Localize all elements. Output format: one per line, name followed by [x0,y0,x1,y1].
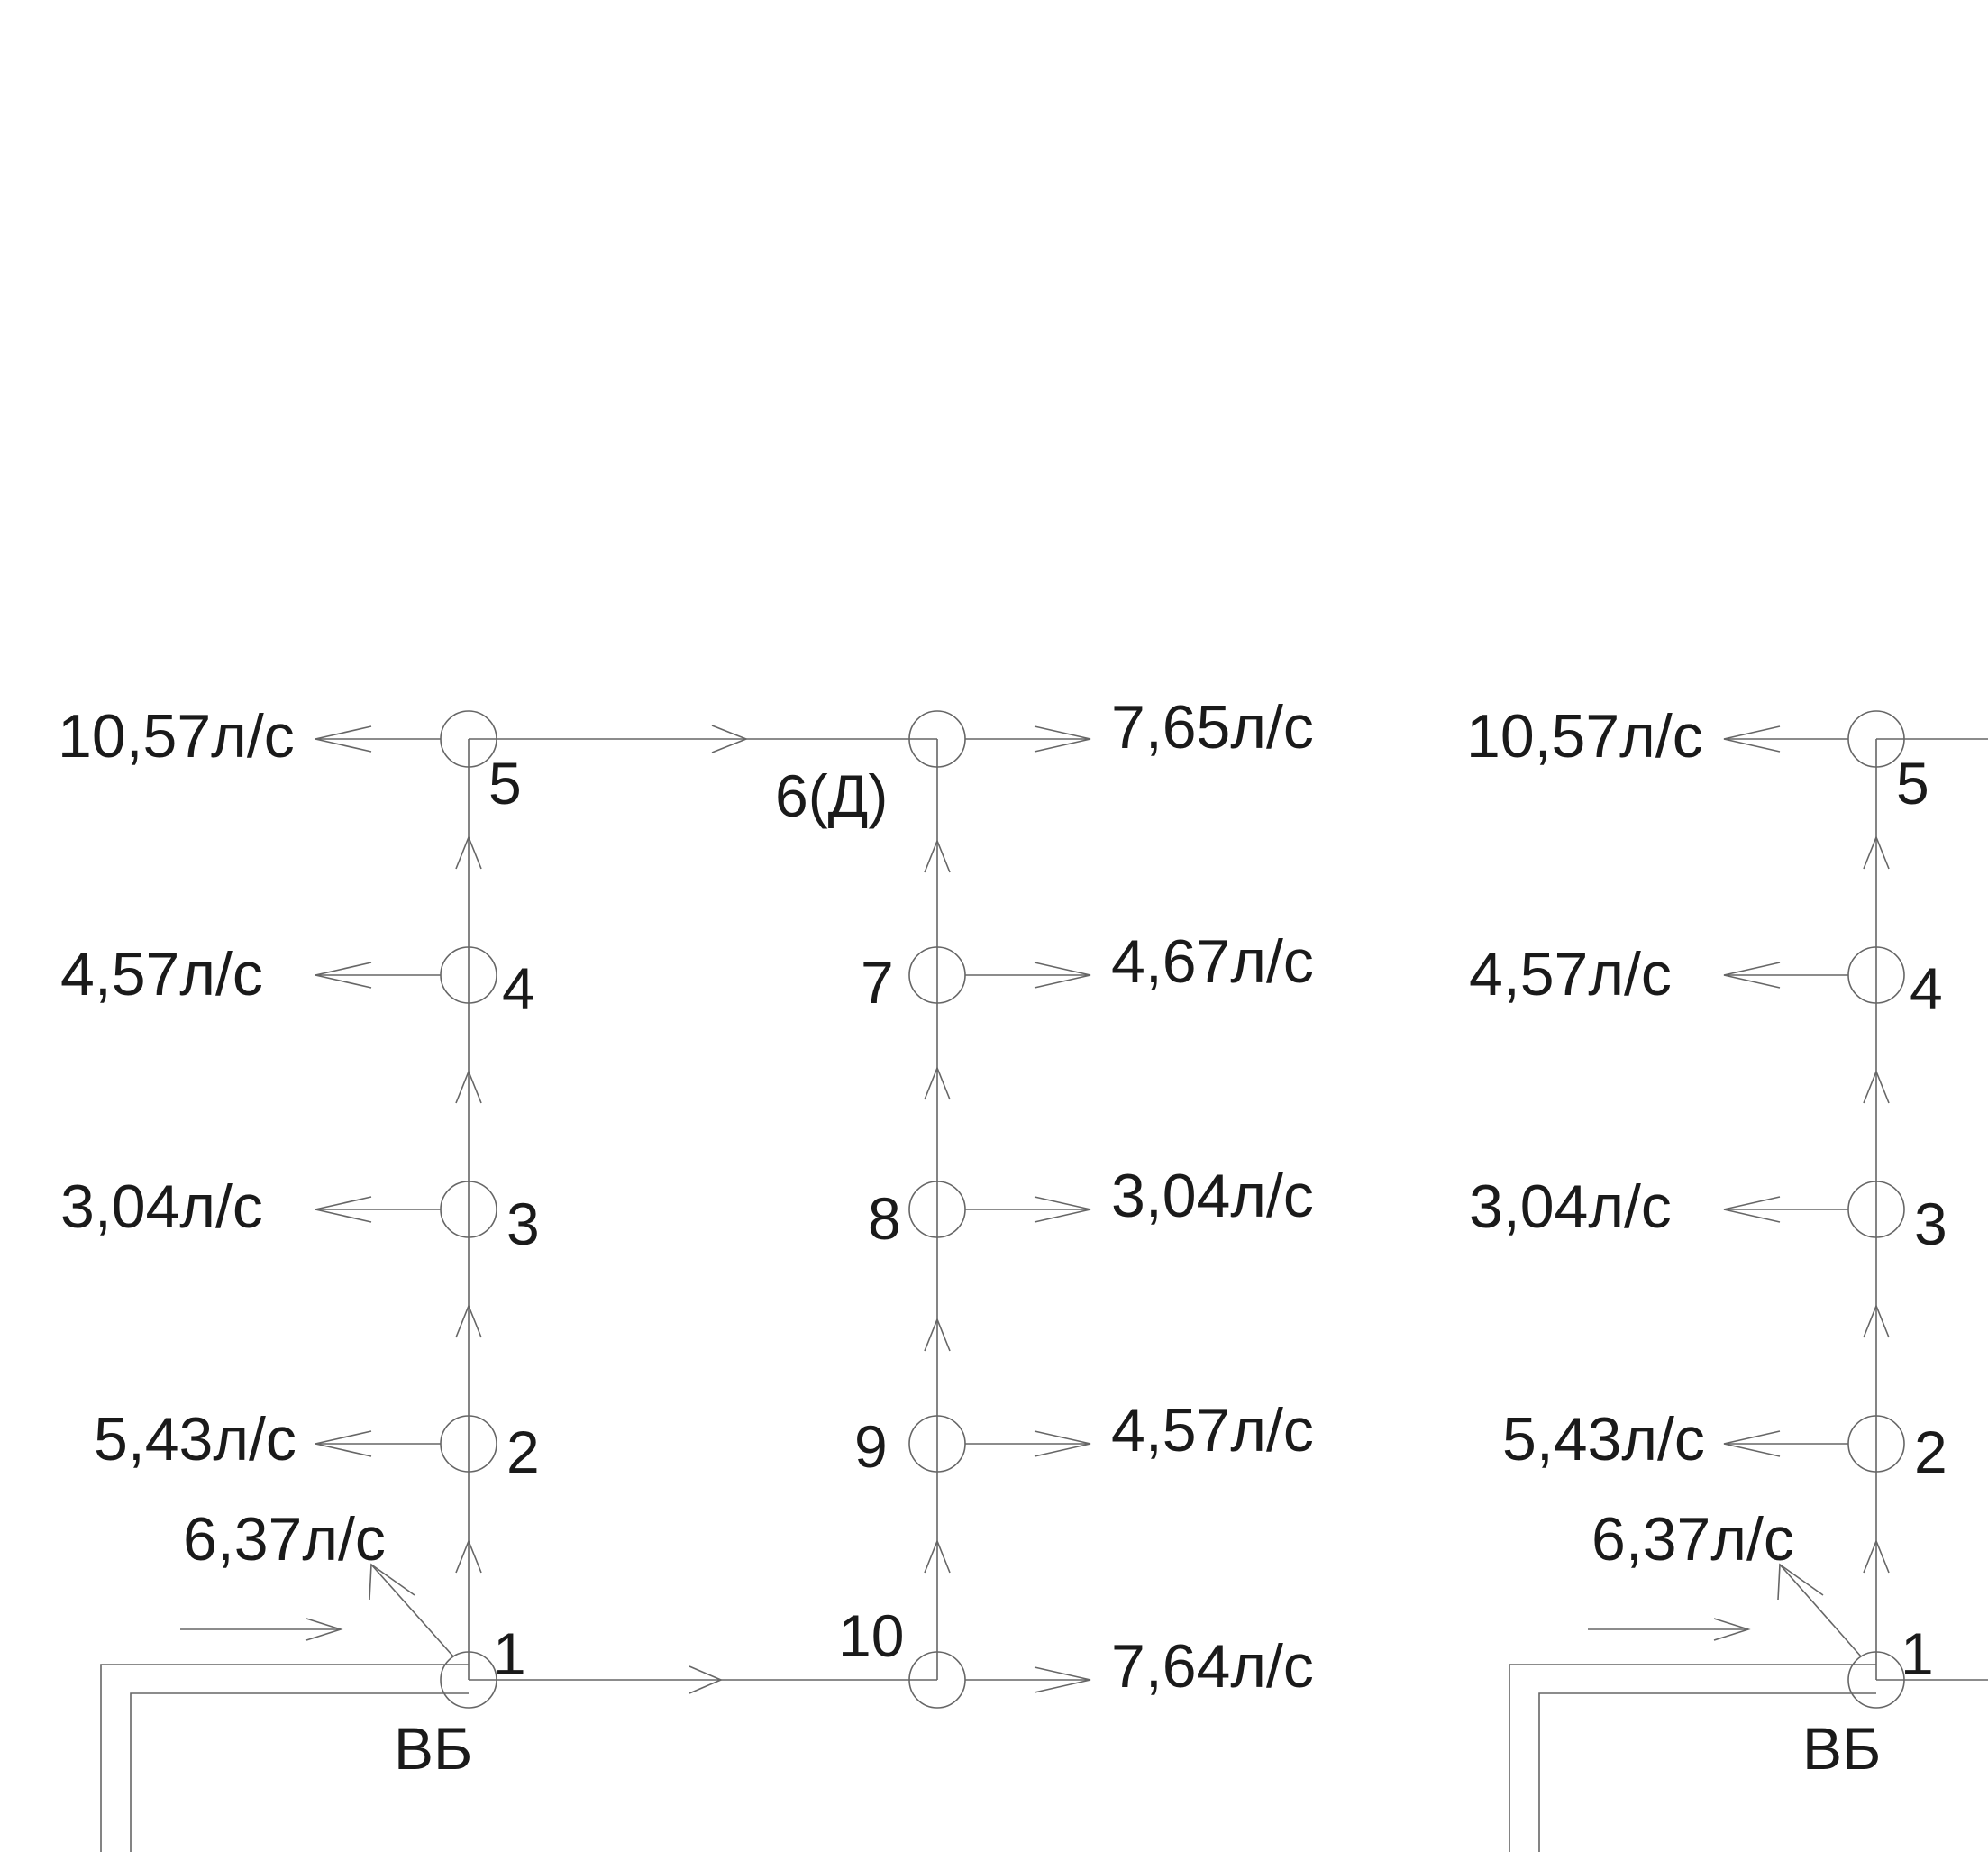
outflow-arrow-head-3 [1723,1196,1781,1223]
outflow-arrow-head-5 [315,725,372,753]
node-label-1: 1 [493,1620,526,1687]
arrow-up-8-7 [924,1065,951,1100]
outflow-arrow-head-1 [1777,1563,1824,1601]
outflow-arrow-head-2 [315,1430,372,1457]
arrow-up-4-5 [455,835,482,870]
outflow-arrow-head-9 [1034,1430,1091,1457]
supply-pipe-outer [1509,1664,1876,1852]
outflow-arrow-head-3 [315,1196,372,1223]
arrow-right-5-6 [711,725,749,753]
node-label-4: 4 [1910,955,1943,1022]
flow-label-10: 7,64л/с [1111,1632,1314,1701]
scheme-1: 1 2 3 4 5 6(Д) 7 8 9 10 ВБ 6,37л/с 5,43л… [58,693,1314,1852]
outflow-arrow-head-4 [315,962,372,989]
arrow-up-3-4 [455,1069,482,1104]
node-label-5: 5 [488,750,522,817]
arrow-up-3-4 [1863,1069,1890,1104]
node-label-7: 7 [861,949,894,1016]
supply-pipe-outer [100,1664,469,1852]
arrow-right-1-10 [689,1665,724,1694]
arrow-up-1-2 [455,1538,482,1574]
node-label-10: 10 [838,1602,904,1669]
flow-label-2: 5,43л/с [94,1405,296,1473]
outflow-arrow-head-5 [1723,725,1781,753]
arrow-up-10-9 [924,1538,951,1574]
flow-label-9: 4,57л/с [1111,1396,1314,1464]
flow-label-6: 7,65л/с [1111,693,1314,762]
supply-pipe-inner [1538,1692,1876,1852]
node-label-8: 8 [868,1185,901,1252]
flow-label-1: 6,37л/с [183,1505,386,1574]
arrow-up-7-6 [924,838,951,873]
node-label-4: 4 [502,955,535,1022]
source-label: ВБ [1802,1715,1881,1782]
outflow-arrow-1 [1779,1564,1862,1657]
outflow-arrow-head-10 [1034,1666,1091,1693]
outflow-arrow-head-4 [1723,962,1781,989]
supply-pipe-inner [130,1692,469,1852]
outflow-arrow-head-1 [369,1563,415,1601]
flow-label-3: 3,04л/с [60,1172,263,1241]
flow-label-7: 4,67л/с [1111,927,1314,996]
node-label-9: 9 [854,1413,888,1480]
flow-label-1: 6,37л/с [1591,1505,1794,1574]
flow-label-2: 5,43л/с [1502,1405,1705,1473]
source-label: ВБ [394,1715,472,1782]
node-circle-1 [1847,1651,1905,1709]
flow-label-3: 3,04л/с [1469,1172,1672,1241]
node-label-2: 2 [506,1419,540,1485]
node-label-3: 3 [506,1191,540,1257]
flow-label-5: 10,57л/с [58,702,295,771]
flow-label-8: 3,04л/с [1111,1162,1314,1230]
node-label-2: 2 [1914,1419,1947,1485]
supply-flow-arrow-head [1713,1618,1751,1641]
arrow-up-1-2 [1863,1538,1890,1574]
flow-label-4: 4,57л/с [1469,940,1672,1008]
node-label-5: 5 [1896,750,1929,817]
node-label-1: 1 [1901,1620,1934,1687]
outflow-arrow-head-8 [1034,1196,1091,1223]
outflow-arrow-head-6 [1034,725,1091,753]
arrow-up-2-3 [1863,1303,1890,1338]
outflow-arrow-head-7 [1034,962,1091,989]
scheme-2: 1 2 3 4 5 ВБ 6,37л/с 5,43л/с 3,04л/с 4,5… [1466,702,1988,1852]
arrow-up-9-8 [924,1317,951,1352]
flow-label-4: 4,57л/с [60,940,263,1008]
supply-flow-arrow-head [305,1618,343,1641]
outflow-arrow-head-2 [1723,1430,1781,1457]
node-circle-1 [440,1651,497,1709]
flow-label-5: 10,57л/с [1466,702,1703,771]
node-label-6: 6(Д) [775,762,888,829]
arrow-up-4-5 [1863,835,1890,870]
node-label-3: 3 [1914,1191,1947,1257]
arrow-up-2-3 [455,1303,482,1338]
outflow-arrow-1 [370,1564,454,1657]
